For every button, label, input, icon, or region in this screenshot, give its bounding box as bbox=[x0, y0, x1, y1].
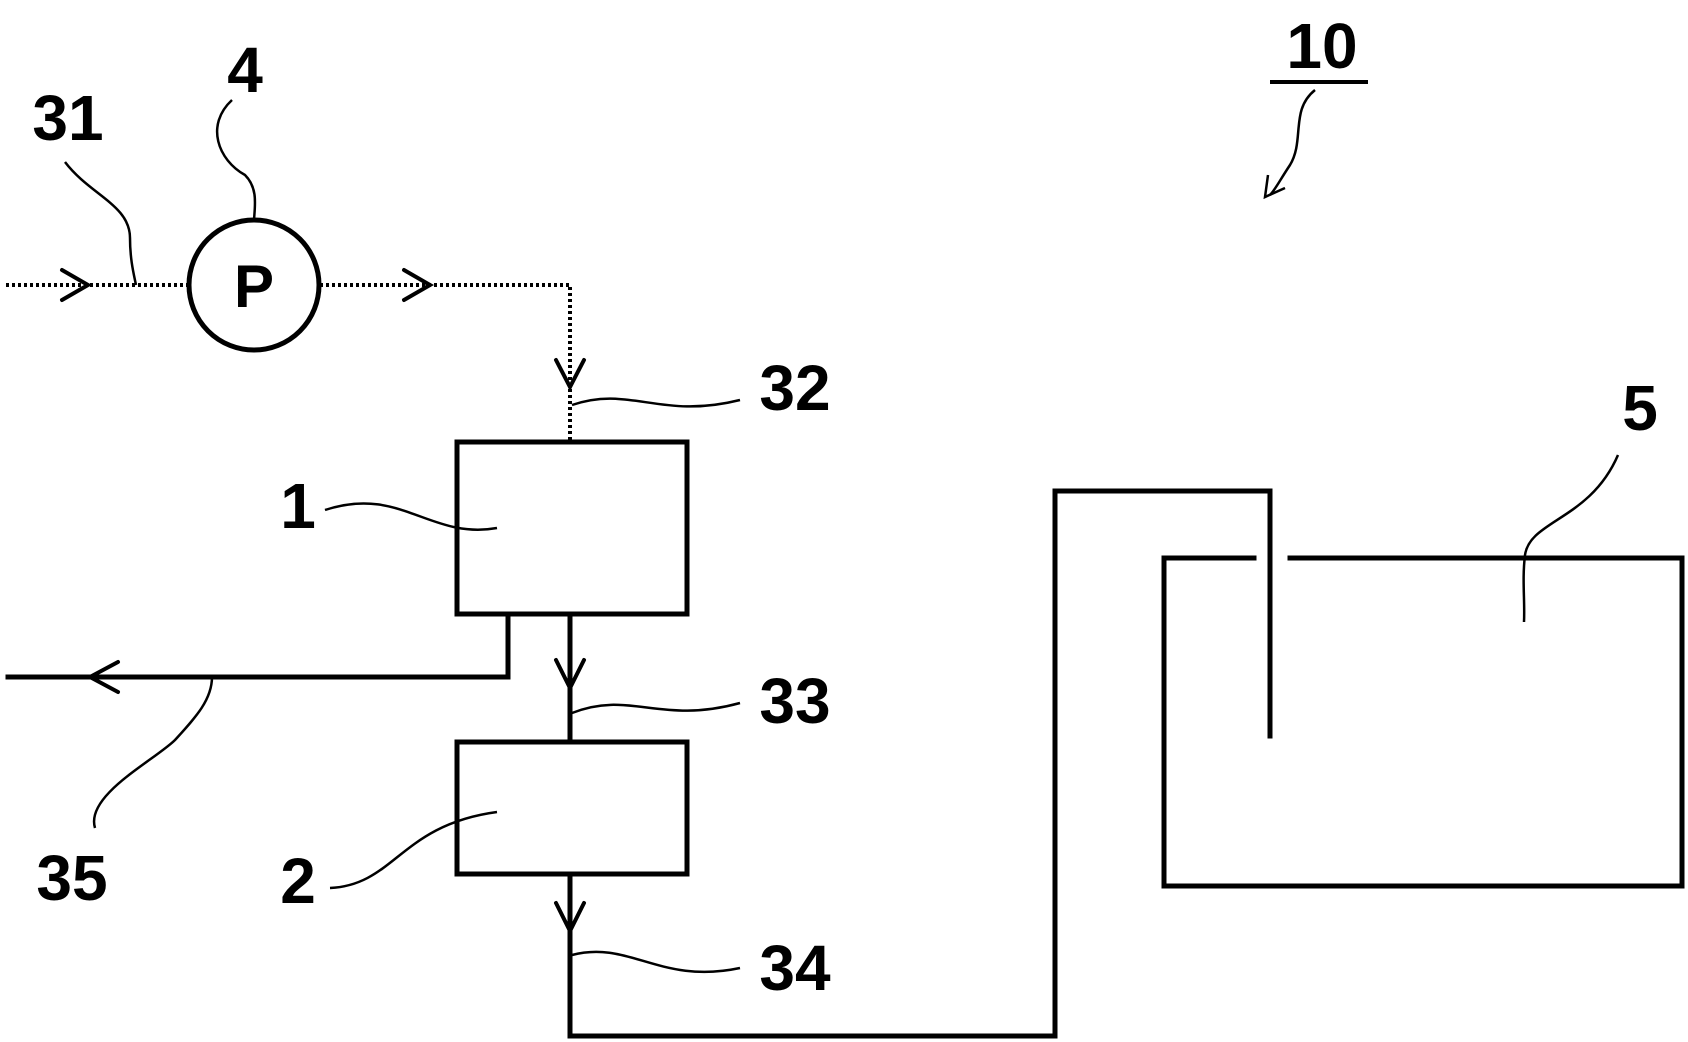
leader-line-32 bbox=[571, 397, 741, 408]
label-31: 31 bbox=[32, 82, 103, 154]
leader-line-10 bbox=[1269, 89, 1316, 196]
discharge-line-arrow bbox=[85, 660, 120, 694]
label-35: 35 bbox=[36, 842, 107, 914]
line-34-arrow-down bbox=[554, 901, 586, 936]
discharge-line-35 bbox=[5, 611, 511, 680]
leader-line-34 bbox=[571, 950, 741, 974]
leader-line-4 bbox=[215, 99, 257, 221]
line-32 bbox=[320, 283, 572, 440]
line-34 bbox=[567, 488, 1273, 1039]
label-2: 2 bbox=[280, 845, 316, 917]
leader-line-5 bbox=[1522, 454, 1620, 623]
feed-line-arrow bbox=[60, 268, 93, 302]
leader-10-arrowhead bbox=[1263, 174, 1286, 200]
leader-line-33 bbox=[571, 701, 741, 715]
label-32: 32 bbox=[759, 352, 830, 424]
leader-line-35 bbox=[92, 676, 214, 829]
leader-line-2 bbox=[329, 810, 498, 890]
label-34: 34 bbox=[759, 932, 831, 1004]
line-32-arrow-down bbox=[554, 358, 586, 392]
label-5: 5 bbox=[1622, 372, 1658, 444]
label-10: 10 bbox=[1286, 10, 1357, 82]
line-32-arrow-horizontal bbox=[402, 268, 435, 302]
label-1: 1 bbox=[280, 470, 316, 542]
line-33-arrow-down bbox=[554, 658, 586, 693]
label-33: 33 bbox=[759, 665, 830, 737]
pump-symbol-letter: P bbox=[234, 253, 274, 320]
unit-2-box bbox=[454, 739, 690, 877]
label-4: 4 bbox=[227, 34, 263, 106]
leader-line-31 bbox=[64, 161, 138, 286]
tank-5 bbox=[1161, 555, 1685, 889]
leader-line-1 bbox=[324, 502, 498, 531]
